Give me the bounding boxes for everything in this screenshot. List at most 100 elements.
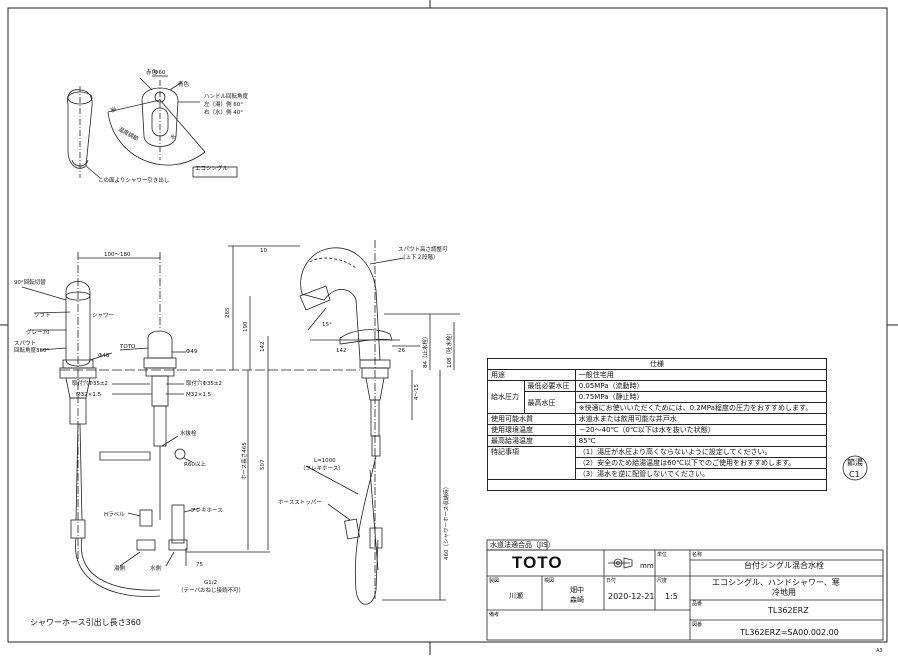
spec-notes-label: 特記事項 [487,446,576,480]
spec-max-label: 最高水圧 [523,391,576,414]
tb-drawn-label: 製図 [489,578,500,584]
tb-unit: mm [640,562,654,570]
label-red-mark: 赤色 [146,68,158,76]
label-dim-84: 84（止水栓） [421,334,429,369]
tb-jis: 水道法適合品（JIS） [490,541,555,549]
label-eco-single: エコシングル [195,164,229,172]
label-temp-adjust: 温度調節 [117,125,140,143]
toto-logo: TOTO [512,553,563,572]
projection-symbol [608,557,633,569]
label-m32-right: M32×1.5 [186,392,212,398]
label-phi48: Φ48 [98,353,110,359]
label-dim-460: 460（シャワーホース収納時） [442,484,450,560]
label-dim-top: 10 [260,248,267,254]
tb-checker-2: 森崎 [570,596,584,604]
tb-name-label: 名称 [692,552,703,558]
label-spout: スパウト [14,339,36,347]
label-dim-60: Φ60 [154,70,166,76]
label-hose-stopper: ホースストッパー [278,499,322,506]
label-material-mark-2: C1 [849,470,860,479]
leader-lines [21,257,405,567]
tb-product-name: 台付シングル混合水栓 [744,561,824,570]
faucet-top-side-view [67,86,101,179]
label-right-angle: 右（水）側 40° [204,108,243,116]
label-dim-26: 26 [398,348,405,354]
faucet-side-view [299,240,460,605]
label-drain-plug: 水抜栓 [180,429,197,437]
label-dim-265: 265 [225,307,231,318]
label-15deg: 15° [322,322,332,328]
label-hot-side: 湯側 [114,564,126,572]
tb-scale: 1:5 [665,592,678,601]
label-r600: R60以上 [184,460,206,468]
label-toto-small: TOTO [119,344,136,350]
label-sheet-size: A3 [876,648,883,654]
spec-use-value: 一般住宅用 [574,369,828,381]
spec-max-value: 0.75MPa（静止時） [574,391,828,403]
label-hole-left: 取付穴Φ35±2 [72,379,108,387]
label-dim-142v: 142 [260,342,266,353]
label-material-mark-1: 節湯 [847,457,863,467]
label-blue-mark: 青色 [178,80,190,88]
label-hole-right: 取付穴Φ35±2 [186,379,222,387]
spec-env-label: 使用環境温度 [487,424,576,436]
label-g12: G1/2 [204,580,217,586]
label-flex-hose: フレキホース [190,507,223,514]
tb-date-label: 日付 [606,578,617,584]
tb-product-sub1: エコシングル、ハンドシャワー、寒 [712,578,840,587]
tb-drawing-number: TL362ERZ=SA00.002.00 [740,628,839,637]
tb-check-label: 検図 [544,578,555,584]
label-left-angle: 左（湯）側 60° [204,100,243,108]
spec-note-2: （2）安全のため給湯温度は60℃以下でのご使用をおすすめします。 [574,457,828,469]
label-shower-pull-length: シャワーホース引出し長さ360 [30,617,141,627]
tb-date: 2020-12-21 [608,592,655,601]
label-two-step: （上下２段階） [400,253,439,261]
valve-body [99,330,188,551]
spec-note-1: （1）湯圧が水圧より高くならないように設定してください。 [574,446,828,458]
label-spout-rotation: 回転角度360° [14,346,49,354]
tb-part-number: TL362ERZ [768,606,809,615]
spec-water-value: 水道水または飲用可能な井戸水 [574,413,828,425]
label-gray70: グレー70 [26,328,50,336]
label-m32-left: M32×1.5 [76,392,102,398]
tb-checker-1: 畑中 [570,586,584,594]
label-soft: ソフト [34,312,51,319]
label-taper-note: （テーパおねじ接続不可） [178,586,244,594]
label-water: 水 [168,132,178,142]
spec-use-label: 用途 [487,369,576,381]
label-hot: 湯 [108,105,118,114]
label-dim-100-180: 100～180 [104,252,131,258]
label-dim-75: 75 [196,562,203,568]
spec-maxtemp-label: 最高給湯温度 [487,435,576,447]
spec-max-note: ※快適にお使いいただくためには、0.2MPa程度の圧力をおすすめします。 [574,402,828,414]
label-l1000: L=1000 [314,458,336,464]
faucet-front-view [59,252,161,597]
spec-pressure-label: 給水圧力 [487,380,525,414]
label-handle-angle: ハンドル回転角度 [204,92,249,100]
label-shower: シャワー [92,312,114,319]
label-spout-height: スパウト高さ調整可 [398,245,448,253]
label-flex-hose-paren: （フレキホース） [300,465,344,472]
label-pull-shower: この面よりシャワー引き出し [98,176,169,184]
spec-water-label: 使用可能水質 [487,413,576,425]
label-hose-length: ホース長さ465 [241,442,248,480]
tb-product-sub2: 冷地用 [772,588,796,597]
eco-single-tag [192,166,238,178]
label-dim-507: 507 [260,459,266,470]
title-block-grid [486,539,884,641]
tb-scale-label: 尺度 [657,578,668,584]
spec-min-label: 最低必要水圧 [523,380,576,392]
label-dim-4-15: 4～15 [414,384,420,400]
label-dim-190: 190 [243,321,249,332]
tb-drawn-by: 川瀬 [509,592,523,600]
spec-header: 仕様 [487,358,827,370]
label-h-label: Hラベル [104,511,125,518]
label-dim-142h: 142 [336,348,347,354]
dimension-lines [60,245,360,566]
spec-note-3: （3）湯水を逆に配管しないでください。 [574,468,828,480]
label-phi49: Φ49 [186,349,198,355]
tb-drawing-label: 図番 [692,622,703,628]
tb-remarks-label: 備考 [489,612,500,618]
